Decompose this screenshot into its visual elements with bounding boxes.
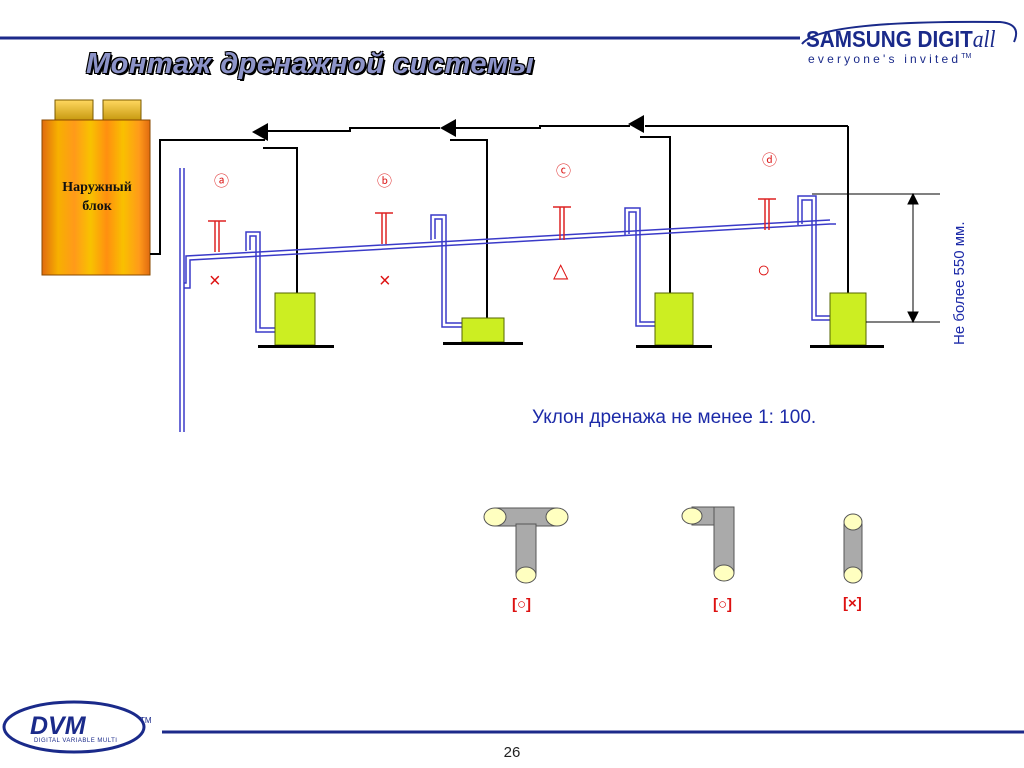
vent-pipe-c (553, 206, 571, 240)
drain-loop-c (624, 207, 655, 327)
indoor-unit-a (258, 292, 334, 348)
verdict-tee: [○] (512, 596, 532, 613)
logo-tagline: everyone's invitedTM (808, 52, 972, 66)
drain-loop-a (245, 231, 275, 333)
marker-d: ○ (757, 257, 771, 282)
vent-pipe-a (208, 220, 226, 252)
vent-pipe-b (375, 212, 393, 244)
arrowheads (252, 115, 644, 141)
outdoor-connection-line (150, 139, 265, 255)
slope-note: Уклон дренажа не менее 1: 100. (532, 407, 817, 428)
case-label-d: ⓓ (762, 152, 778, 169)
drain-loop-d (797, 195, 830, 321)
arrowhead-b (440, 119, 456, 137)
case-label-b: ⓑ (377, 173, 393, 190)
riser-pipe (179, 168, 185, 432)
arrowhead-a (252, 123, 268, 141)
height-dimension (812, 192, 940, 324)
verdict-straight: [×] (843, 595, 862, 612)
dvm-wordmark: DVM (30, 712, 86, 740)
indoor-unit-c (636, 292, 712, 348)
arrow-lines (263, 125, 849, 318)
indoor-unit-b (443, 317, 523, 345)
elbow-fitting (681, 506, 735, 582)
straight-fitting (843, 513, 863, 584)
marker-c: △ (553, 260, 569, 282)
arrowhead-c (628, 115, 644, 133)
marker-b: × (379, 270, 391, 292)
sloped-drain-pipe (184, 219, 836, 289)
outdoor-unit (41, 99, 151, 276)
dvm-badge-outline (2, 700, 146, 754)
tee-fitting (483, 507, 569, 584)
case-label-c: ⓒ (556, 163, 572, 180)
outdoor-unit-label: Наружный блок (62, 180, 132, 214)
drain-loop-b (430, 214, 462, 328)
dvm-subtitle: DIGITAL VARIABLE MULTI (34, 738, 118, 744)
page-title: Монтаж дренажной системы (86, 48, 535, 80)
dvm-trademark: TM (140, 716, 152, 725)
page-number: 26 (503, 744, 521, 761)
vent-pipe-d (758, 198, 776, 230)
indoor-unit-d (810, 292, 884, 348)
logo-swoosh (801, 20, 1018, 45)
height-limit-note: Не более 550 мм. (951, 221, 968, 345)
logo-wordmark: SAMSUNG DIGITall (806, 26, 996, 53)
verdict-elbow: [○] (713, 596, 733, 613)
marker-a: × (209, 270, 221, 292)
vent-pipes (208, 198, 776, 252)
samsung-logo: SAMSUNG DIGITall everyone's invitedTM (800, 18, 1020, 78)
case-label-a: ⓐ (214, 173, 230, 190)
